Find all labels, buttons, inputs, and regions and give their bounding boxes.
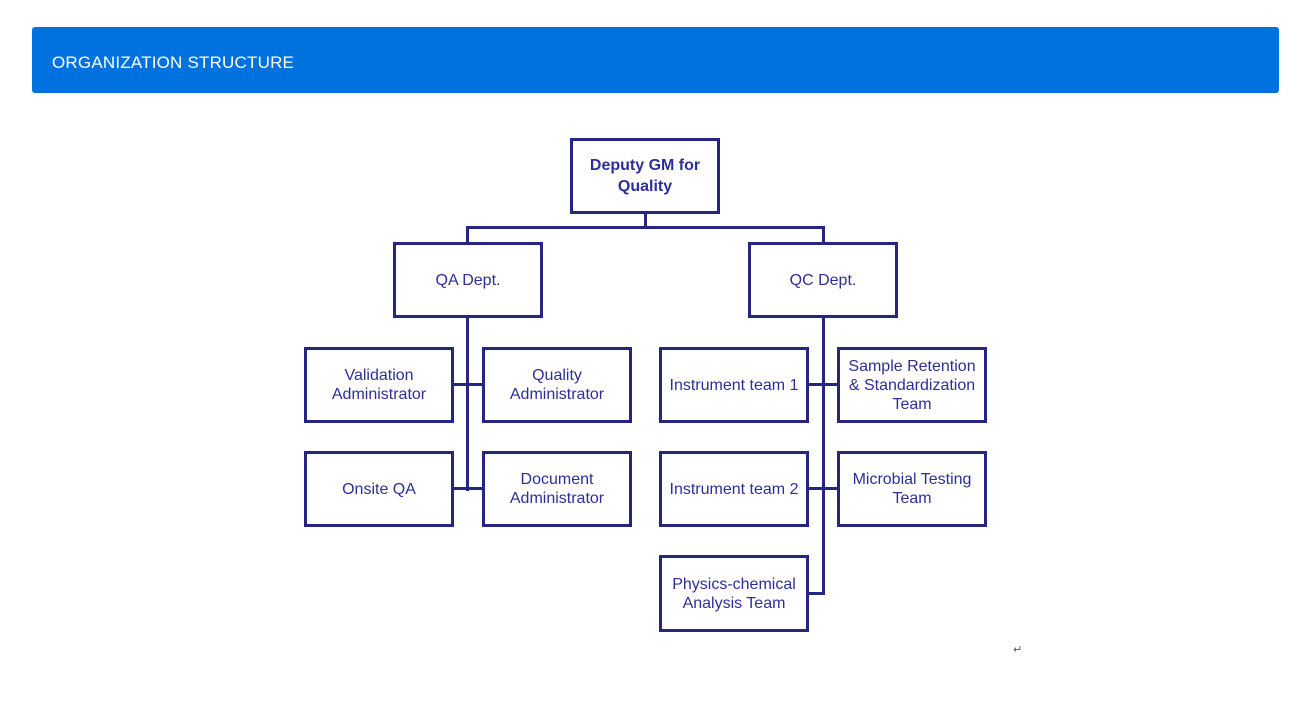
connector-qc-row3: [807, 592, 825, 595]
node-quality-administrator: Quality Administrator: [482, 347, 632, 423]
node-label: Instrument team 2: [669, 480, 799, 498]
connector-qc-up: [822, 226, 825, 244]
node-microbial-testing-team: Microbial Testing Team: [837, 451, 987, 527]
node-qc-dept: QC Dept.: [748, 242, 898, 318]
node-label: Onsite QA: [342, 480, 416, 498]
connector-qa-up: [466, 226, 469, 244]
node-label: QA Dept.: [435, 271, 501, 289]
node-label: Document Administrator: [509, 471, 605, 507]
node-qa-dept: QA Dept.: [393, 242, 543, 318]
connector-qa-spine: [466, 316, 469, 491]
node-label: Physics-chemical Analysis Team: [672, 575, 796, 612]
node-validation-administrator: Validation Administrator: [304, 347, 454, 423]
node-sample-retention-team: Sample Retention & Standardization Team: [837, 347, 987, 423]
connector-qc-row1: [807, 383, 839, 386]
header-bar: ORGANIZATION STRUCTURE: [32, 27, 1279, 93]
paragraph-return-mark: ↵: [1013, 643, 1023, 656]
connector-qa-row2: [452, 487, 484, 490]
node-label: Quality Administrator: [509, 367, 605, 403]
page-title: ORGANIZATION STRUCTURE: [52, 53, 295, 72]
connector-qa-row1: [452, 383, 484, 386]
node-label: Instrument team 1: [669, 376, 799, 394]
node-label: QC Dept.: [789, 271, 857, 289]
node-instrument-team-1: Instrument team 1: [659, 347, 809, 423]
node-label: Microbial Testing Team: [852, 471, 972, 507]
node-instrument-team-2: Instrument team 2: [659, 451, 809, 527]
connector-dept-bus: [466, 226, 825, 229]
node-label: Validation Administrator: [331, 367, 427, 403]
node-physics-chemical-team: Physics-chemical Analysis Team: [659, 555, 809, 632]
connector-root-down: [644, 212, 647, 227]
connector-qc-row2: [807, 487, 839, 490]
node-deputy-gm: Deputy GM for Quality: [570, 138, 720, 214]
connector-qc-spine: [822, 316, 825, 595]
node-onsite-qa: Onsite QA: [304, 451, 454, 527]
node-document-administrator: Document Administrator: [482, 451, 632, 527]
node-label: Deputy GM for Quality: [589, 157, 701, 195]
node-label: Sample Retention & Standardization Team: [848, 357, 976, 413]
